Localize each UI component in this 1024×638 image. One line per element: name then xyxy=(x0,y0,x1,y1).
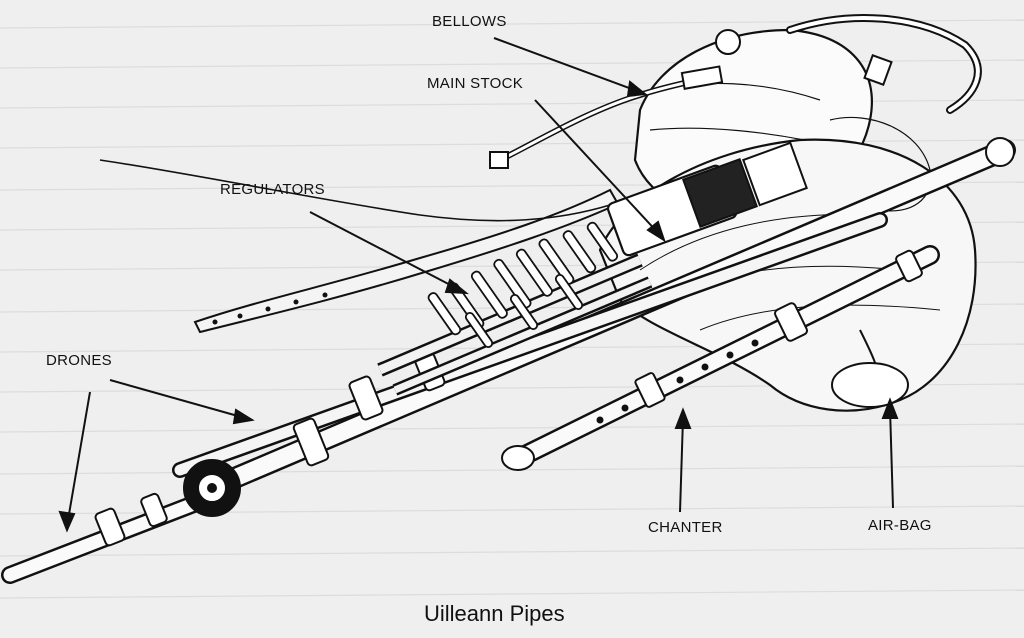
strap-holes xyxy=(212,292,328,325)
main-stock xyxy=(606,141,808,257)
figure-caption: Uilleann Pipes xyxy=(424,601,565,626)
bag-elbow xyxy=(831,362,909,408)
drone-ferrules xyxy=(94,352,446,547)
label-chanter: CHANTER xyxy=(648,519,723,536)
regulators xyxy=(377,221,653,396)
label-bellows: BELLOWS xyxy=(432,13,507,30)
label-regulators: REGULATORS xyxy=(220,181,325,198)
label-main-stock: MAIN STOCK xyxy=(427,75,524,92)
leader-lines xyxy=(58,37,899,533)
label-drones: DRONES xyxy=(46,352,112,369)
bleed-through-texture xyxy=(0,19,1024,599)
lower-strap xyxy=(99,159,611,222)
label-air-bag: AIR-BAG xyxy=(868,517,932,534)
bellows-valve xyxy=(715,29,741,55)
chanter xyxy=(501,245,940,471)
